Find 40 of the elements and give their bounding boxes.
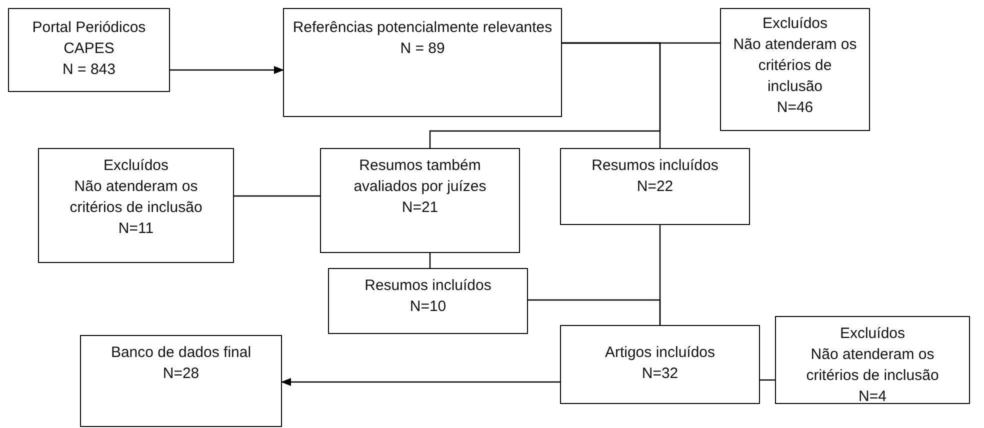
connector-line	[528, 299, 661, 325]
box-text: N=22	[636, 177, 674, 197]
process-box	[8, 8, 170, 92]
connector-line	[562, 42, 661, 148]
box-text: Excluídos	[840, 324, 906, 344]
process-box	[283, 8, 562, 117]
box-text: Resumos incluídos	[364, 276, 492, 296]
box-text: N=28	[162, 364, 200, 384]
box-text: Excluídos	[762, 14, 828, 34]
process-box	[775, 316, 970, 404]
box-text: N=4	[858, 387, 886, 407]
box-text: N=21	[402, 198, 438, 218]
box-text: N = 89	[400, 39, 445, 59]
box-text: Portal Periódicos CAPES	[31, 18, 147, 59]
box-text: Não atenderam os critérios de inclusão	[732, 35, 858, 97]
process-box	[328, 268, 528, 334]
box-text: Resumos também avaliados por juízes	[352, 156, 488, 197]
box-text: Não atenderam os critérios de inclusão	[68, 177, 204, 218]
box-text: N=10	[410, 297, 446, 317]
process-box	[560, 148, 750, 225]
box-text: Excluídos	[103, 156, 169, 176]
box-text: Resumos incluídos	[592, 156, 718, 176]
connector-line	[429, 253, 431, 268]
connector-line	[234, 195, 320, 197]
process-box	[720, 8, 870, 131]
box-text: N=46	[776, 98, 814, 118]
box-text: Banco de dados final	[110, 343, 252, 363]
box-text: Referências potencialmente relevantes	[292, 18, 552, 38]
box-text: Não atenderam os critérios de inclusão	[805, 345, 940, 386]
process-box	[320, 148, 520, 253]
process-box	[80, 335, 282, 427]
connector-line	[760, 379, 775, 381]
arrow	[170, 66, 284, 74]
arrow	[281, 378, 560, 386]
process-box	[38, 148, 234, 263]
box-text: N=11	[118, 219, 154, 239]
box-text: Artigos incluídos	[604, 343, 716, 363]
box-text: N=32	[642, 364, 678, 384]
process-box	[560, 325, 760, 404]
box-text: N = 843	[62, 60, 116, 80]
